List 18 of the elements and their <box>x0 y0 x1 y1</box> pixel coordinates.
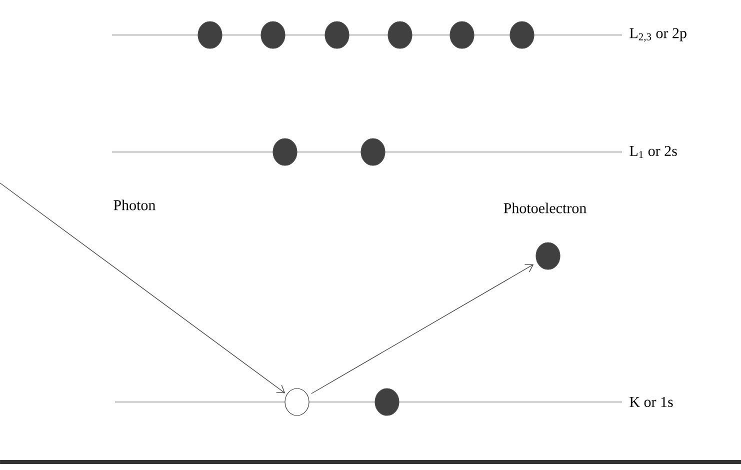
electron <box>198 21 222 49</box>
electron <box>324 21 350 49</box>
electron <box>272 138 298 166</box>
electron <box>388 21 412 49</box>
electron <box>374 388 400 416</box>
particle-label: Photoelectron <box>504 202 586 214</box>
arrow <box>0 182 286 394</box>
level-label: L$_{2,3}$ or 2p <box>630 28 686 42</box>
vacancy <box>284 388 310 416</box>
electron <box>536 242 560 270</box>
electron <box>260 21 286 49</box>
electron <box>360 138 386 166</box>
level-label: L$_{1}$ or 2s <box>630 146 677 158</box>
electron <box>510 21 534 49</box>
electron <box>450 21 474 49</box>
level-label: K or 1s <box>630 396 673 407</box>
arrow <box>311 264 534 394</box>
edge-label: Photon <box>112 198 157 212</box>
